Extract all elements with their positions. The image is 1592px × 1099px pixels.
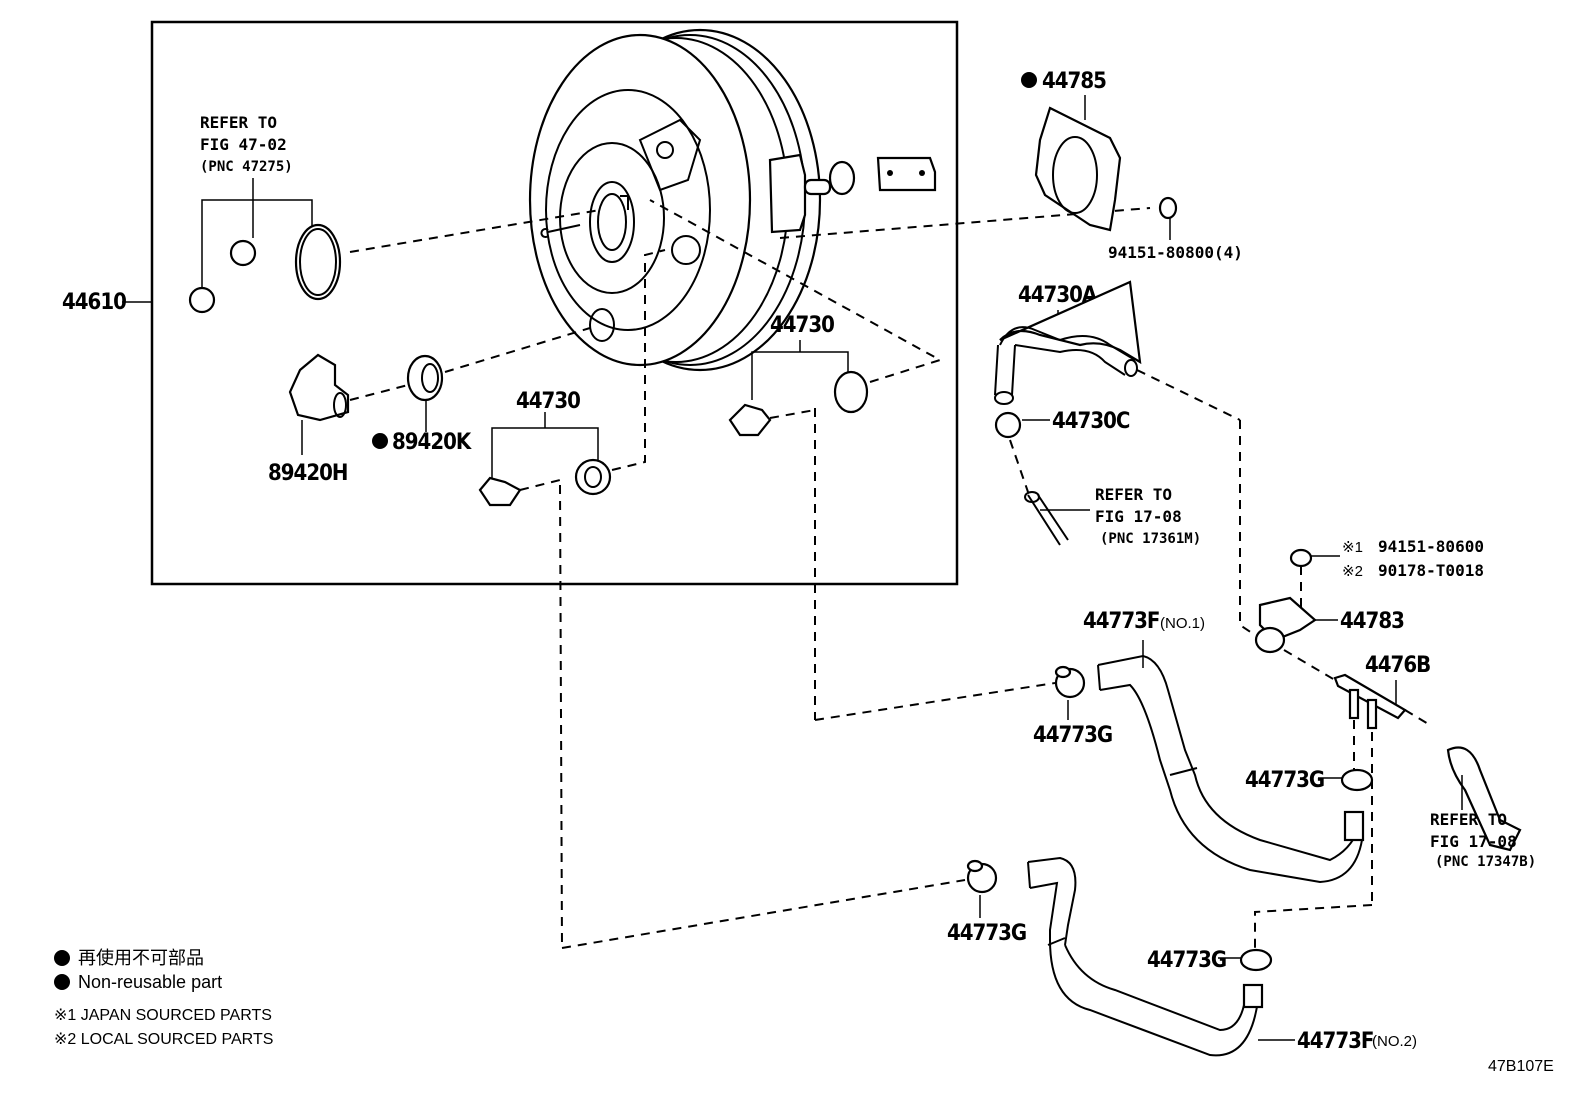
ref-line1: REFER TO [200,113,277,132]
marker-local-sourced: ※2 [1342,563,1363,580]
hose-end-fig17-08-17347B [1446,746,1522,852]
part-number-44773G-b[interactable]: 44773G [1245,768,1325,793]
legend: 再使用不可部品 Non-reusable part ※1 JAPAN SOURC… [54,948,273,1048]
clamp-44773G-d [1239,948,1273,972]
marker-japan-sourced: ※1 [1342,539,1363,556]
ref-line2: FIG 47-02 [200,135,287,154]
nut-94151-80800 [1158,196,1178,240]
part-variant-no1: (NO.1) [1160,615,1205,632]
part-number-94151-80800[interactable]: 94151-80800(4) [1108,243,1243,262]
ref-line3: (PNC 47275) [200,159,293,175]
reference-fig-17-08-17361M[interactable]: REFER TO FIG 17-08 (PNC 17361M) [1095,485,1201,547]
gasket-44785 [1034,95,1122,232]
part-number-4476B[interactable]: 4476B [1365,653,1431,678]
part-variant-no2: (NO.2) [1372,1033,1417,1050]
part-number-94151-80600[interactable]: 94151-80600 [1378,537,1484,556]
nut-94151-80600 [1289,548,1313,568]
hose-44730A [994,280,1142,405]
non-reusable-marker [1021,72,1037,88]
figure-id: 47B107E [1488,1058,1554,1075]
part-number-44783[interactable]: 44783 [1340,609,1405,634]
legend-local-sourced: ※2 LOCAL SOURCED PARTS [54,1031,273,1048]
legend-japan-sourced: ※1 JAPAN SOURCED PARTS [54,1007,272,1024]
part-number-44730C[interactable]: 44730C [1052,409,1131,434]
clamp-44773G-b [1340,768,1374,792]
part-number-90178-T0018[interactable]: 90178-T0018 [1378,561,1484,580]
part-number-89420K[interactable]: 89420K [392,430,473,455]
part-number-44773F-no1[interactable]: 44773F [1083,609,1160,634]
ref-line3: (PNC 17361M) [1100,531,1201,547]
ref-line1: REFER TO [1430,810,1507,829]
clamp-44773G-a [1054,665,1086,699]
reference-fig-17-08-17347B[interactable]: REFER TO FIG 17-08 (PNC 17347B) [1430,810,1536,870]
part-number-44730-lower[interactable]: 44730 [516,389,581,414]
legend-non-reusable-en: Non-reusable part [78,972,222,992]
hose-44773F-no1 [1097,654,1365,884]
legend-non-reusable-jp: 再使用不可部品 [78,948,204,968]
check-valve-grommet-set [188,223,342,314]
part-number-44773F-no2[interactable]: 44773F [1297,1029,1374,1054]
part-number-44773G-c[interactable]: 44773G [947,921,1027,946]
non-reusable-marker [372,433,388,449]
part-number-44773G-a[interactable]: 44773G [1033,723,1113,748]
clamp-44730C [994,411,1022,439]
reference-fig-47-02[interactable]: REFER TO FIG 47-02 (PNC 47275) [200,113,313,290]
part-number-44610[interactable]: 44610 [62,290,127,315]
tee-joint-4476B [1333,673,1407,730]
check-valve-lower [478,458,612,507]
brake-booster-body [528,28,937,372]
ref-line2: FIG 17-08 [1095,507,1182,526]
hose-44773F-no2 [1027,856,1264,1057]
part-number-89420H[interactable]: 89420H [268,461,348,486]
legend-marker-en [54,974,70,990]
ref-line2: FIG 17-08 [1430,832,1517,851]
ref-line3: (PNC 17347B) [1435,854,1536,870]
vacuum-sensor-89420H [288,353,350,455]
hose-end-fig17-08 [1024,491,1069,546]
check-valve-upper [728,370,869,437]
ref-line1: REFER TO [1095,485,1172,504]
clamp-44773G-c [966,859,998,894]
grommet-89420K [406,354,444,432]
part-number-44773G-d[interactable]: 44773G [1147,948,1227,973]
part-number-44785[interactable]: 44785 [1042,69,1107,94]
bracket-44783 [1254,596,1317,654]
assembly-frame [150,20,959,586]
legend-marker-jp [54,950,70,966]
part-number-44730-upper[interactable]: 44730 [770,313,835,338]
callout-44610[interactable]: 44610 [62,290,152,315]
